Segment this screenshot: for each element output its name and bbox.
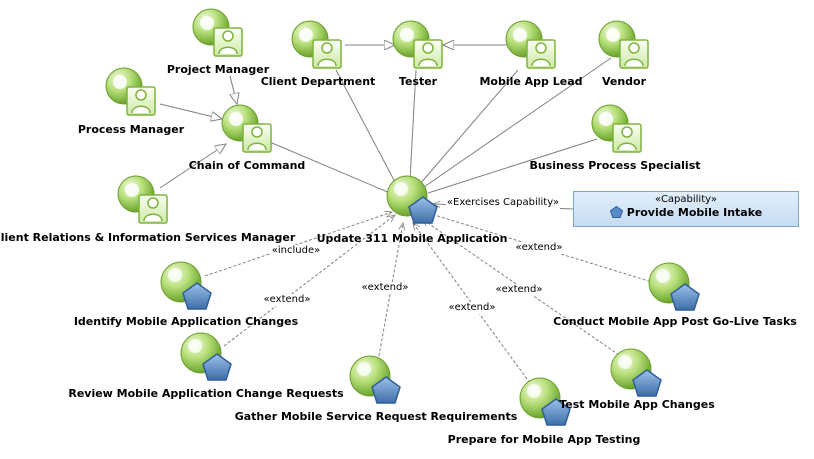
generalization-crism-to-coc: [159, 144, 226, 189]
include-label: «include»: [270, 245, 322, 257]
use-case-icon: [648, 262, 700, 311]
capability-stereotype: «Capability»: [655, 194, 717, 205]
actor-label: Vendor: [601, 75, 647, 88]
actor-label: Client Relations & Information Services …: [0, 231, 296, 244]
use-case-label: Update 311 Mobile Application: [316, 232, 508, 245]
extend-label-gather: «extend»: [360, 282, 410, 294]
actor-label: Tester: [398, 75, 438, 88]
generalization-procm-to-coc: [159, 103, 222, 119]
association-lead: [419, 69, 519, 185]
capability-icon: [609, 205, 623, 218]
use-case-label: Gather Mobile Service Request Requiremen…: [234, 410, 518, 423]
extend-label-review: «extend»: [262, 294, 312, 306]
use-case-label: Conduct Mobile App Post Go-Live Tasks: [553, 315, 797, 328]
actor-label: Mobile App Lead: [479, 75, 583, 88]
actor-label: Chain of Command: [188, 159, 306, 172]
actor-icon: [591, 104, 642, 153]
capability-title: Provide Mobile Intake: [574, 205, 798, 220]
actor-icon: [192, 8, 243, 57]
extend-line-prepare: [413, 223, 531, 384]
actor-icon: [117, 175, 168, 224]
extend-label-prepare: «extend»: [447, 302, 497, 314]
actor-label: Project Manager: [166, 63, 270, 76]
actor-icon: [598, 20, 649, 69]
extend-line-review: [223, 215, 395, 347]
use-case-icon: [180, 332, 232, 381]
actor-icon: [392, 20, 443, 69]
capability-label: Provide Mobile Intake: [626, 206, 763, 219]
use-case-icon: [386, 175, 438, 224]
use-case-icon: [610, 348, 662, 397]
association-coc: [264, 139, 391, 194]
use-case-label: Test Mobile App Changes: [559, 398, 715, 411]
use-case-icon: [349, 355, 401, 404]
exercises-capability-label: «Exercises Capability»: [445, 197, 561, 209]
association-vendor: [423, 57, 612, 188]
actor-icon: [105, 67, 156, 116]
extend-line-post-go-live: [428, 213, 656, 284]
extend-label-post-go-live: «extend»: [514, 242, 564, 254]
use-case-label: Identify Mobile Application Changes: [73, 315, 299, 328]
association-tester: [409, 69, 417, 181]
actor-label: Client Department: [260, 75, 376, 88]
actor-icon: [221, 104, 272, 153]
actor-label: Process Manager: [77, 123, 185, 136]
extend-label-test: «extend»: [494, 284, 544, 296]
association-client-dept: [335, 69, 397, 185]
generalization-pm-to-coc: [230, 75, 237, 104]
capability-box[interactable]: «Capability» Provide Mobile Intake: [573, 191, 799, 227]
include-line: [204, 212, 392, 277]
use-case-icon: [160, 261, 212, 310]
actor-icon: [505, 20, 556, 69]
use-case-label: Prepare for Mobile App Testing: [447, 433, 641, 446]
actor-icon: [291, 20, 342, 69]
actor-label: Business Process Specialist: [529, 159, 701, 172]
association-bps: [427, 138, 598, 194]
use-case-label: Review Mobile Application Change Request…: [68, 387, 344, 400]
